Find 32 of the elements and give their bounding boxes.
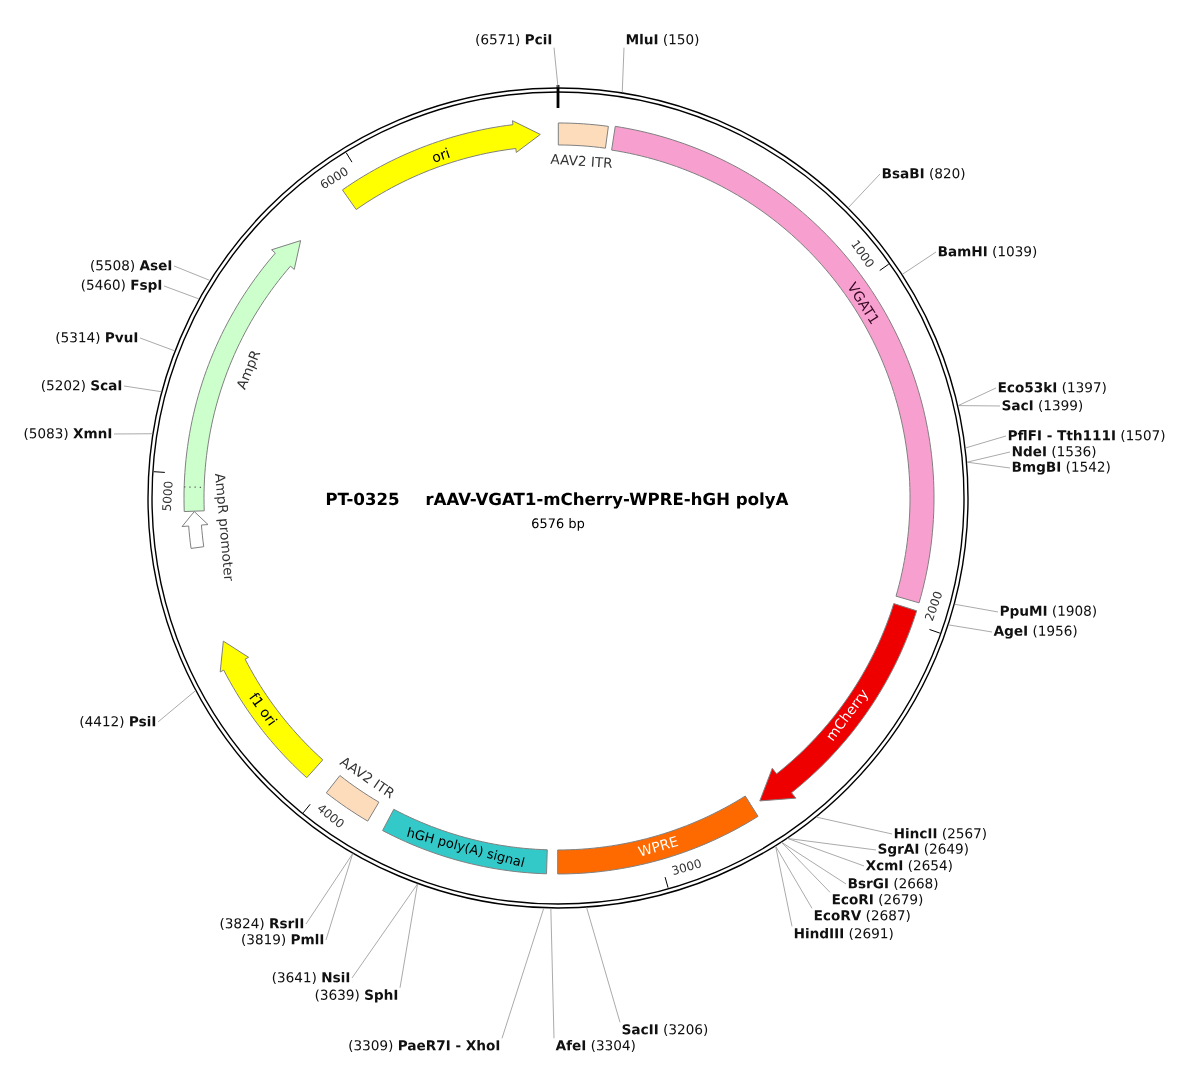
leader-line bbox=[965, 435, 1007, 449]
leader-line bbox=[902, 251, 937, 275]
leader-line bbox=[139, 337, 176, 352]
leader-line bbox=[847, 173, 881, 208]
leader-line bbox=[163, 285, 200, 300]
leader-line bbox=[325, 853, 354, 941]
leader-line bbox=[948, 624, 993, 633]
leader-line bbox=[775, 845, 793, 927]
leader-line bbox=[775, 845, 813, 909]
plasmid-name: PT-0325 bbox=[326, 492, 399, 506]
leader-line bbox=[123, 385, 162, 393]
leader-line bbox=[621, 47, 625, 93]
leader-line bbox=[966, 451, 1011, 463]
leader-line bbox=[157, 690, 196, 723]
leader-line bbox=[351, 883, 418, 979]
leader-line bbox=[954, 603, 999, 613]
leader-line bbox=[816, 816, 893, 835]
leader-line bbox=[957, 387, 997, 407]
leader-line bbox=[966, 461, 1011, 469]
leader-line bbox=[787, 838, 877, 851]
leader-line bbox=[781, 841, 847, 885]
leader-line bbox=[957, 405, 1001, 407]
leader-line bbox=[305, 853, 354, 925]
leader-line bbox=[113, 433, 153, 435]
leader-line bbox=[787, 838, 865, 867]
leader-line bbox=[501, 907, 545, 1039]
leader-line bbox=[173, 265, 211, 281]
leader-line bbox=[586, 907, 621, 1023]
leader-line bbox=[550, 908, 555, 1039]
leader-line bbox=[781, 841, 831, 893]
leader-line bbox=[553, 47, 559, 88]
leader-line bbox=[399, 883, 418, 989]
